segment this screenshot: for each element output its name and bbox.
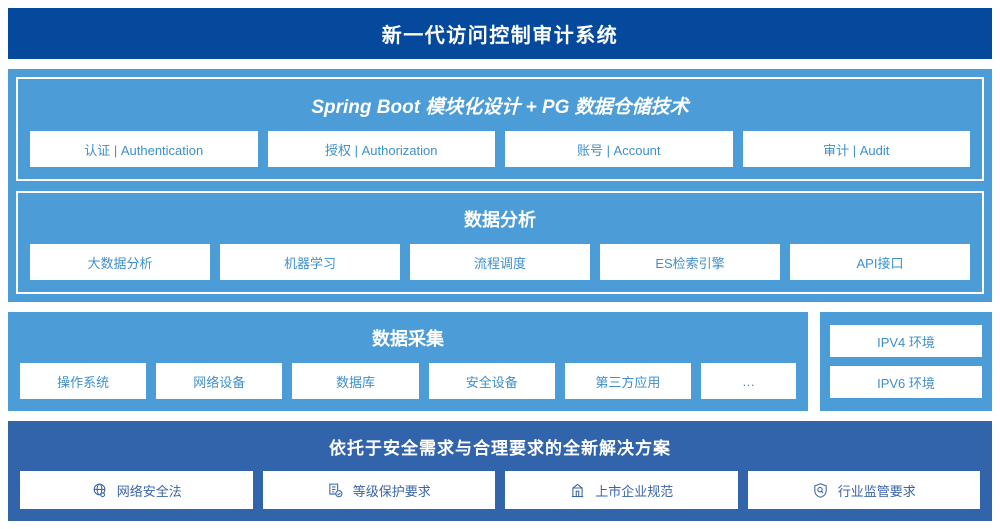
platform-group: Spring Boot 模块化设计 + PG 数据仓储技术 认证 | Authe… <box>16 77 984 181</box>
compliance-card-industry-regulation[interactable]: 行业监管要求 <box>747 471 980 509</box>
collection-card-network-device[interactable]: 网络设备 <box>156 363 283 399</box>
compliance-card-row: 网络安全法 等级保护要求 <box>20 471 980 509</box>
analysis-card-es-search[interactable]: ES检索引擎 <box>600 244 780 280</box>
analysis-card-row: 大数据分析 机器学习 流程调度 ES检索引擎 API接口 <box>30 244 970 280</box>
platform-card-account[interactable]: 账号 | Account <box>505 131 733 167</box>
platform-card-audit[interactable]: 审计 | Audit <box>742 131 970 167</box>
analysis-card-process-scheduling[interactable]: 流程调度 <box>410 244 590 280</box>
page-title: 新一代访问控制审计系统 <box>381 25 619 47</box>
collection-row: 数据采集 操作系统 网络设备 数据库 安全设备 第三方应用 … IPV4 环境 … <box>8 312 992 411</box>
collection-card-more[interactable]: … <box>701 363 797 399</box>
compliance-card-label: 网络安全法 <box>116 483 182 499</box>
shield-search-icon <box>812 482 829 499</box>
collection-title: 数据采集 <box>372 329 444 349</box>
collection-card-row: 操作系统 网络设备 数据库 安全设备 第三方应用 … <box>20 363 797 399</box>
compliance-card-cybersecurity-law[interactable]: 网络安全法 <box>20 471 253 509</box>
collection-card-third-party-app[interactable]: 第三方应用 <box>564 363 692 399</box>
platform-card-authorization[interactable]: 授权 | Authorization <box>267 131 495 167</box>
analysis-card-machine-learning[interactable]: 机器学习 <box>220 244 400 280</box>
analysis-card-bigdata[interactable]: 大数据分析 <box>30 244 210 280</box>
platform-card-row: 认证 | Authentication 授权 | Authorization 账… <box>30 131 970 167</box>
environment-card-ipv4[interactable]: IPV4 环境 <box>830 325 982 357</box>
analysis-card-api[interactable]: API接口 <box>790 244 970 280</box>
page-header: 新一代访问控制审计系统 <box>8 8 992 59</box>
analysis-title: 数据分析 <box>464 210 536 230</box>
collection-card-security-device[interactable]: 安全设备 <box>428 363 555 399</box>
environment-card-ipv6[interactable]: IPV6 环境 <box>830 366 982 398</box>
platform-card-authentication[interactable]: 认证 | Authentication <box>30 131 258 167</box>
collection-card-database[interactable]: 数据库 <box>292 363 419 399</box>
globe-network-icon <box>91 482 108 499</box>
compliance-title: 依托于安全需求与合理要求的全新解决方案 <box>329 439 671 458</box>
bank-building-icon <box>569 482 586 499</box>
platform-title: Spring Boot 模块化设计 + PG 数据仓储技术 <box>311 97 689 118</box>
compliance-card-classified-protection[interactable]: 等级保护要求 <box>262 471 495 509</box>
collection-panel: 数据采集 操作系统 网络设备 数据库 安全设备 第三方应用 … <box>8 312 808 411</box>
document-check-icon <box>327 482 344 499</box>
compliance-card-label: 行业监管要求 <box>837 483 916 499</box>
compliance-panel: 依托于安全需求与合理要求的全新解决方案 网络安全法 <box>8 421 992 521</box>
compliance-card-label: 等级保护要求 <box>352 483 431 499</box>
architecture-panel: Spring Boot 模块化设计 + PG 数据仓储技术 认证 | Authe… <box>8 69 992 302</box>
environment-panel: IPV4 环境 IPV6 环境 <box>820 312 992 411</box>
collection-card-os[interactable]: 操作系统 <box>20 363 147 399</box>
analysis-group: 数据分析 大数据分析 机器学习 流程调度 ES检索引擎 API接口 <box>16 191 984 294</box>
compliance-card-listed-company-norms[interactable]: 上市企业规范 <box>505 471 738 509</box>
compliance-card-label: 上市企业规范 <box>595 483 674 499</box>
